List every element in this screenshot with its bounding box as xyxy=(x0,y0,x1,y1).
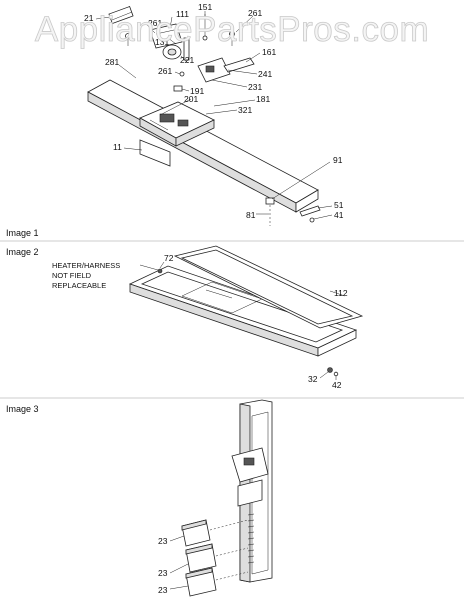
callout-21: 21 xyxy=(84,13,94,23)
callout-112: 112 xyxy=(334,288,348,298)
callout-81: 81 xyxy=(246,210,256,220)
end-plug-91 xyxy=(265,197,275,205)
callout-42: 42 xyxy=(332,380,342,390)
damper-motor-241 xyxy=(197,57,231,83)
door-rail-ticks xyxy=(247,513,255,564)
door-bin-bottom xyxy=(185,567,217,597)
image-1-group: 21 111 151 261 261 131 221 161 281 261 2… xyxy=(6,2,344,238)
door-assembly xyxy=(231,399,273,583)
callout-151: 151 xyxy=(198,2,212,12)
screw-32 xyxy=(327,367,333,373)
callout-281: 281 xyxy=(105,57,119,67)
door-bin-top xyxy=(181,519,211,547)
control-box xyxy=(139,101,215,147)
sensor-191 xyxy=(173,85,183,92)
callout-91: 91 xyxy=(333,155,343,165)
section-title-image-3: Image 3 xyxy=(6,404,39,414)
callout-131: 131 xyxy=(155,37,169,47)
callout-231: 231 xyxy=(248,82,262,92)
glass-panel-112 xyxy=(173,245,364,329)
callout-161: 161 xyxy=(262,47,276,57)
image-2-group: Image 2 HEATER/HARNESS NOT FIELD REPLACE… xyxy=(6,245,364,390)
housing-panel-top xyxy=(87,79,319,204)
callout-51: 51 xyxy=(334,200,344,210)
screw-41 xyxy=(309,217,315,223)
callout-261-c: 261 xyxy=(158,66,172,76)
screw-261-c xyxy=(179,71,185,77)
callout-261-a: 261 xyxy=(148,18,162,28)
note-line-3: REPLACEABLE xyxy=(52,281,106,290)
shaft-131 xyxy=(183,37,190,61)
callout-23-a: 23 xyxy=(158,536,168,546)
callout-72: 72 xyxy=(164,253,174,263)
callout-111: 111 xyxy=(176,9,189,19)
note-line-1: HEATER/HARNESS xyxy=(52,261,120,270)
housing-underside xyxy=(139,139,171,167)
mount-plate-111 xyxy=(149,23,183,49)
watermark-text: AppliancePartsPros.com xyxy=(35,10,429,49)
image-3-group: Image 3 xyxy=(6,399,273,597)
callout-191: 191 xyxy=(190,86,204,96)
callout-32: 32 xyxy=(308,374,318,384)
section-title-image-1: Image 1 xyxy=(6,228,39,238)
shelf-frame xyxy=(128,265,358,357)
screw-42 xyxy=(333,371,339,377)
screw-261-a xyxy=(125,33,131,46)
thermostat-221 xyxy=(162,44,182,60)
clip-51 xyxy=(299,205,321,217)
callout-261-b: 261 xyxy=(248,8,262,18)
section-title-image-2: Image 2 xyxy=(6,247,39,257)
callout-41: 41 xyxy=(334,210,344,220)
door-bin-middle xyxy=(185,543,217,573)
housing-panel-end xyxy=(295,189,319,213)
callout-221: 221 xyxy=(180,55,194,65)
callout-321: 321 xyxy=(238,105,252,115)
note-line-2: NOT FIELD xyxy=(52,271,92,280)
screw-151 xyxy=(202,14,208,41)
callout-241: 241 xyxy=(258,69,272,79)
screw-261-b xyxy=(229,31,235,46)
callout-181: 181 xyxy=(256,94,270,104)
callout-201: 201 xyxy=(184,94,198,104)
connector-72 xyxy=(157,268,163,274)
callout-23-b: 23 xyxy=(158,568,168,578)
callout-23-c: 23 xyxy=(158,585,168,595)
top-bracket-21 xyxy=(108,6,134,24)
callout-11: 11 xyxy=(113,142,122,152)
